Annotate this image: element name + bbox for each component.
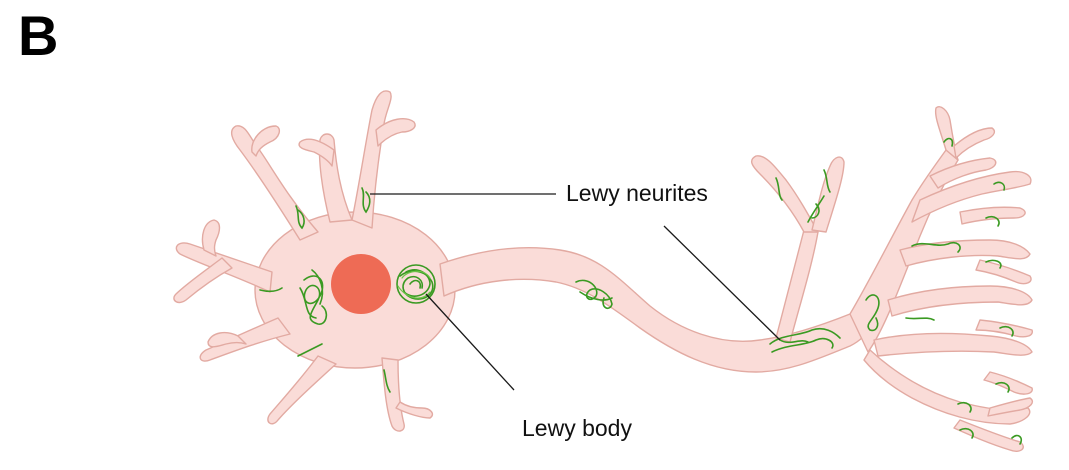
terminal-branch — [960, 207, 1025, 224]
axon-branch — [812, 157, 844, 232]
label-lewy-body: Lewy body — [522, 415, 632, 442]
terminal-branch — [874, 333, 1032, 356]
terminal-branch — [976, 260, 1031, 284]
dendrite — [202, 220, 219, 256]
terminal-branch — [954, 420, 1023, 451]
axon-branch — [776, 230, 818, 342]
leader-line-lewy-body — [426, 294, 514, 390]
nucleus — [331, 254, 391, 314]
leader-line-lewy-neurites-axon — [664, 226, 780, 340]
dendrite — [268, 356, 336, 424]
terminal-branch — [976, 320, 1032, 337]
dendrite — [252, 126, 280, 156]
label-lewy-neurites: Lewy neurites — [566, 180, 708, 207]
neuron-cell — [174, 91, 1032, 451]
axon-terminal-trunk — [954, 128, 994, 158]
dendrite — [382, 358, 404, 431]
terminal-branch — [888, 286, 1032, 316]
dendrite — [352, 91, 391, 228]
